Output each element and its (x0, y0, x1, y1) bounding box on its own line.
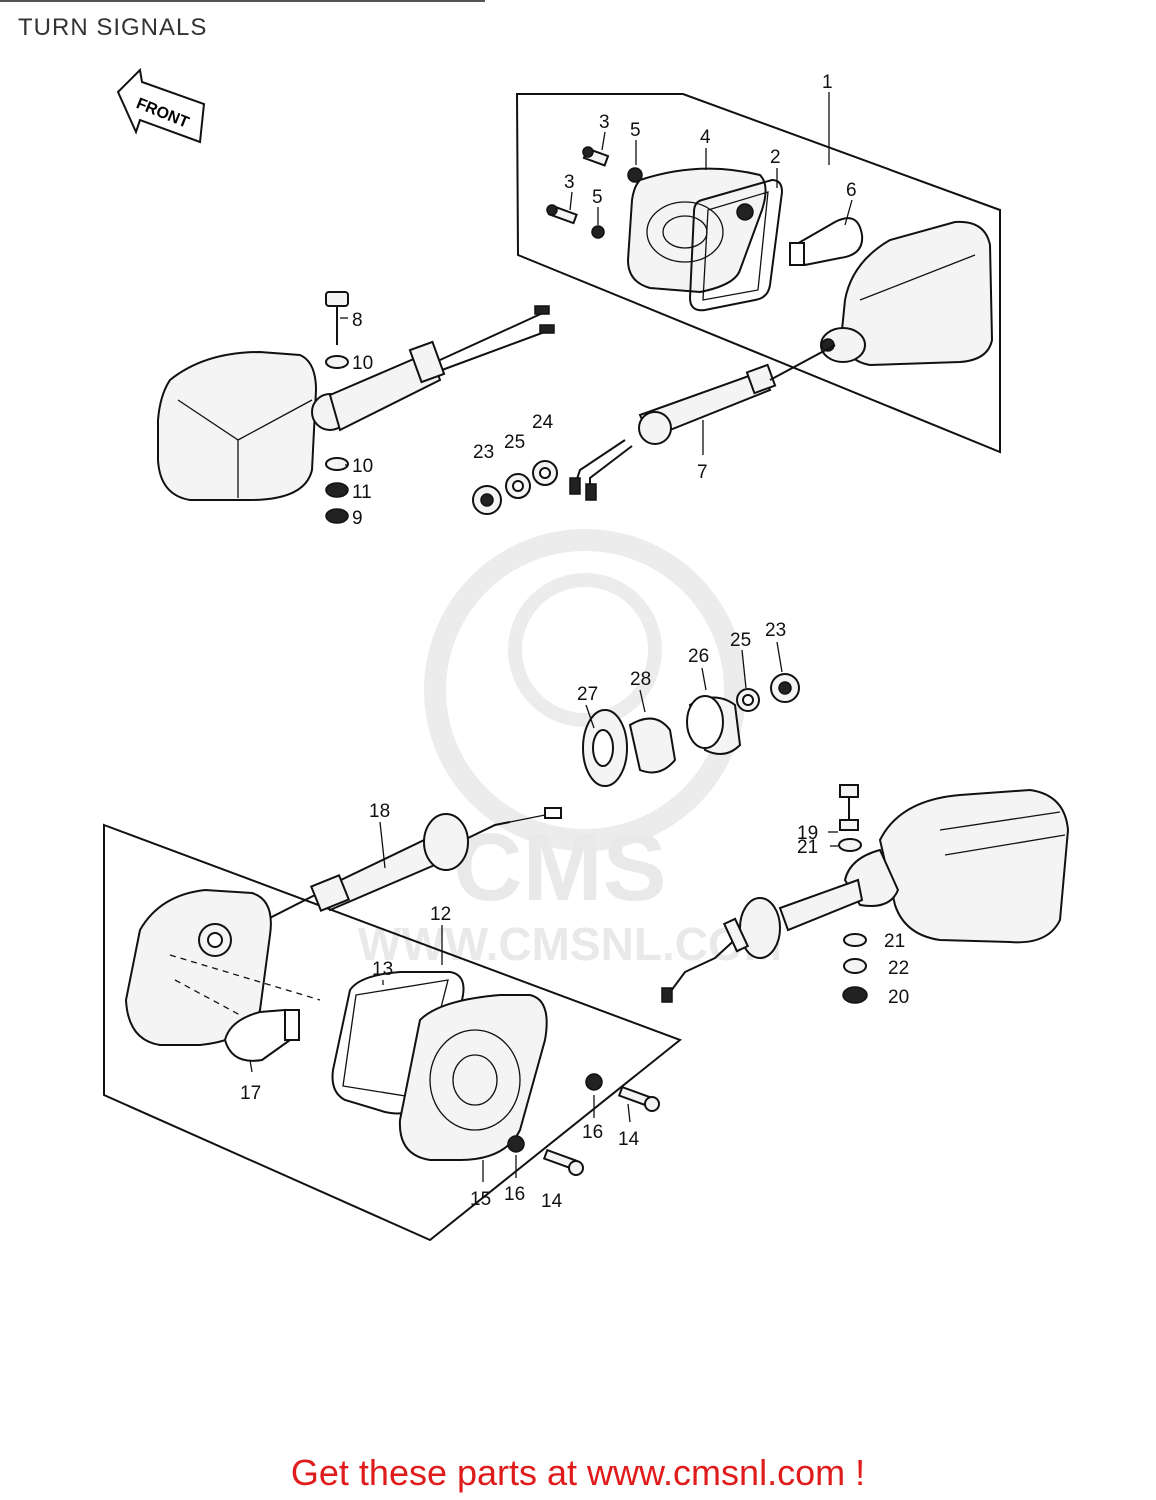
callout-15: 15 (470, 1189, 491, 1210)
callout-20: 20 (888, 987, 909, 1008)
callout-11: 11 (352, 482, 372, 503)
lower-bulb (223, 1008, 300, 1062)
callout-18: 18 (369, 801, 390, 822)
callout-10a: 10 (352, 353, 373, 374)
callout-14a: 14 (618, 1129, 640, 1150)
upper-bulb (789, 217, 864, 267)
upper-screws (546, 146, 643, 239)
middle-hardware-stack (472, 460, 558, 515)
upper-gasket (688, 178, 784, 312)
callout-3b: 3 (564, 172, 575, 193)
callout-27: 27 (577, 684, 598, 705)
callout-1: 1 (822, 72, 833, 93)
callout-9: 9 (352, 508, 363, 529)
leader-lines (249, 92, 853, 1182)
upper-right-signal (820, 220, 994, 367)
callout-26: 26 (688, 646, 709, 667)
top-rule (0, 0, 485, 2)
front-arrow-icon: FRONT (116, 67, 206, 144)
watermark: CMS WWW.CMSNL.COM (358, 529, 782, 970)
page-title: TURN SIGNALS (18, 14, 208, 41)
lower-right-signal (661, 788, 1070, 1003)
callout-3a: 3 (599, 112, 610, 133)
right-hardware-stack (838, 784, 868, 1004)
watermark-logo-text: CMS (453, 814, 666, 921)
callout-21a: 21 (797, 837, 818, 858)
callout-17: 17 (240, 1083, 261, 1104)
upper-stalk (569, 344, 836, 501)
upper-lens-assembly-box (515, 93, 1001, 454)
watermark-url-text: WWW.CMSNL.COM (358, 918, 782, 970)
callout-8: 8 (352, 310, 363, 331)
callout-4: 4 (700, 127, 711, 148)
callout-13: 13 (372, 959, 393, 980)
callout-5b: 5 (592, 187, 603, 208)
callout-25b: 25 (730, 630, 751, 651)
callout-10b: 10 (352, 456, 373, 477)
callout-23b: 23 (765, 620, 786, 641)
callout-14b: 14 (541, 1191, 563, 1212)
callout-24: 24 (532, 412, 554, 433)
lower-lens-assembly-box (103, 823, 683, 1242)
callout-7: 7 (697, 462, 708, 483)
upper-lens (626, 167, 767, 294)
callout-16a: 16 (582, 1122, 603, 1143)
callout-2: 2 (770, 147, 781, 168)
callout-16b: 16 (504, 1184, 525, 1205)
mounting-bushings (582, 673, 800, 787)
lower-screws (507, 1073, 660, 1176)
callout-25a: 25 (504, 432, 525, 453)
callout-22: 22 (888, 958, 909, 979)
callout-12: 12 (430, 904, 451, 925)
left-hardware-stack (325, 291, 349, 524)
call-to-action-link[interactable]: Get these parts at www.cmsnl.com ! (290, 1452, 866, 1493)
watermark-mascot-icon (424, 529, 746, 851)
callout-numbers: 1 2 3 3 4 5 5 6 7 8 10 10 11 9 23 25 24 … (240, 72, 909, 1212)
callout-28: 28 (630, 669, 651, 690)
lower-lens (398, 994, 548, 1161)
upper-left-signal (157, 305, 555, 501)
callout-23a: 23 (473, 442, 494, 463)
lower-left-housing (124, 888, 321, 1046)
callout-21b: 21 (884, 931, 905, 952)
callout-5a: 5 (630, 120, 641, 141)
watermark-face-icon (508, 573, 662, 727)
callout-6: 6 (846, 180, 857, 201)
callout-19: 19 (797, 823, 818, 844)
